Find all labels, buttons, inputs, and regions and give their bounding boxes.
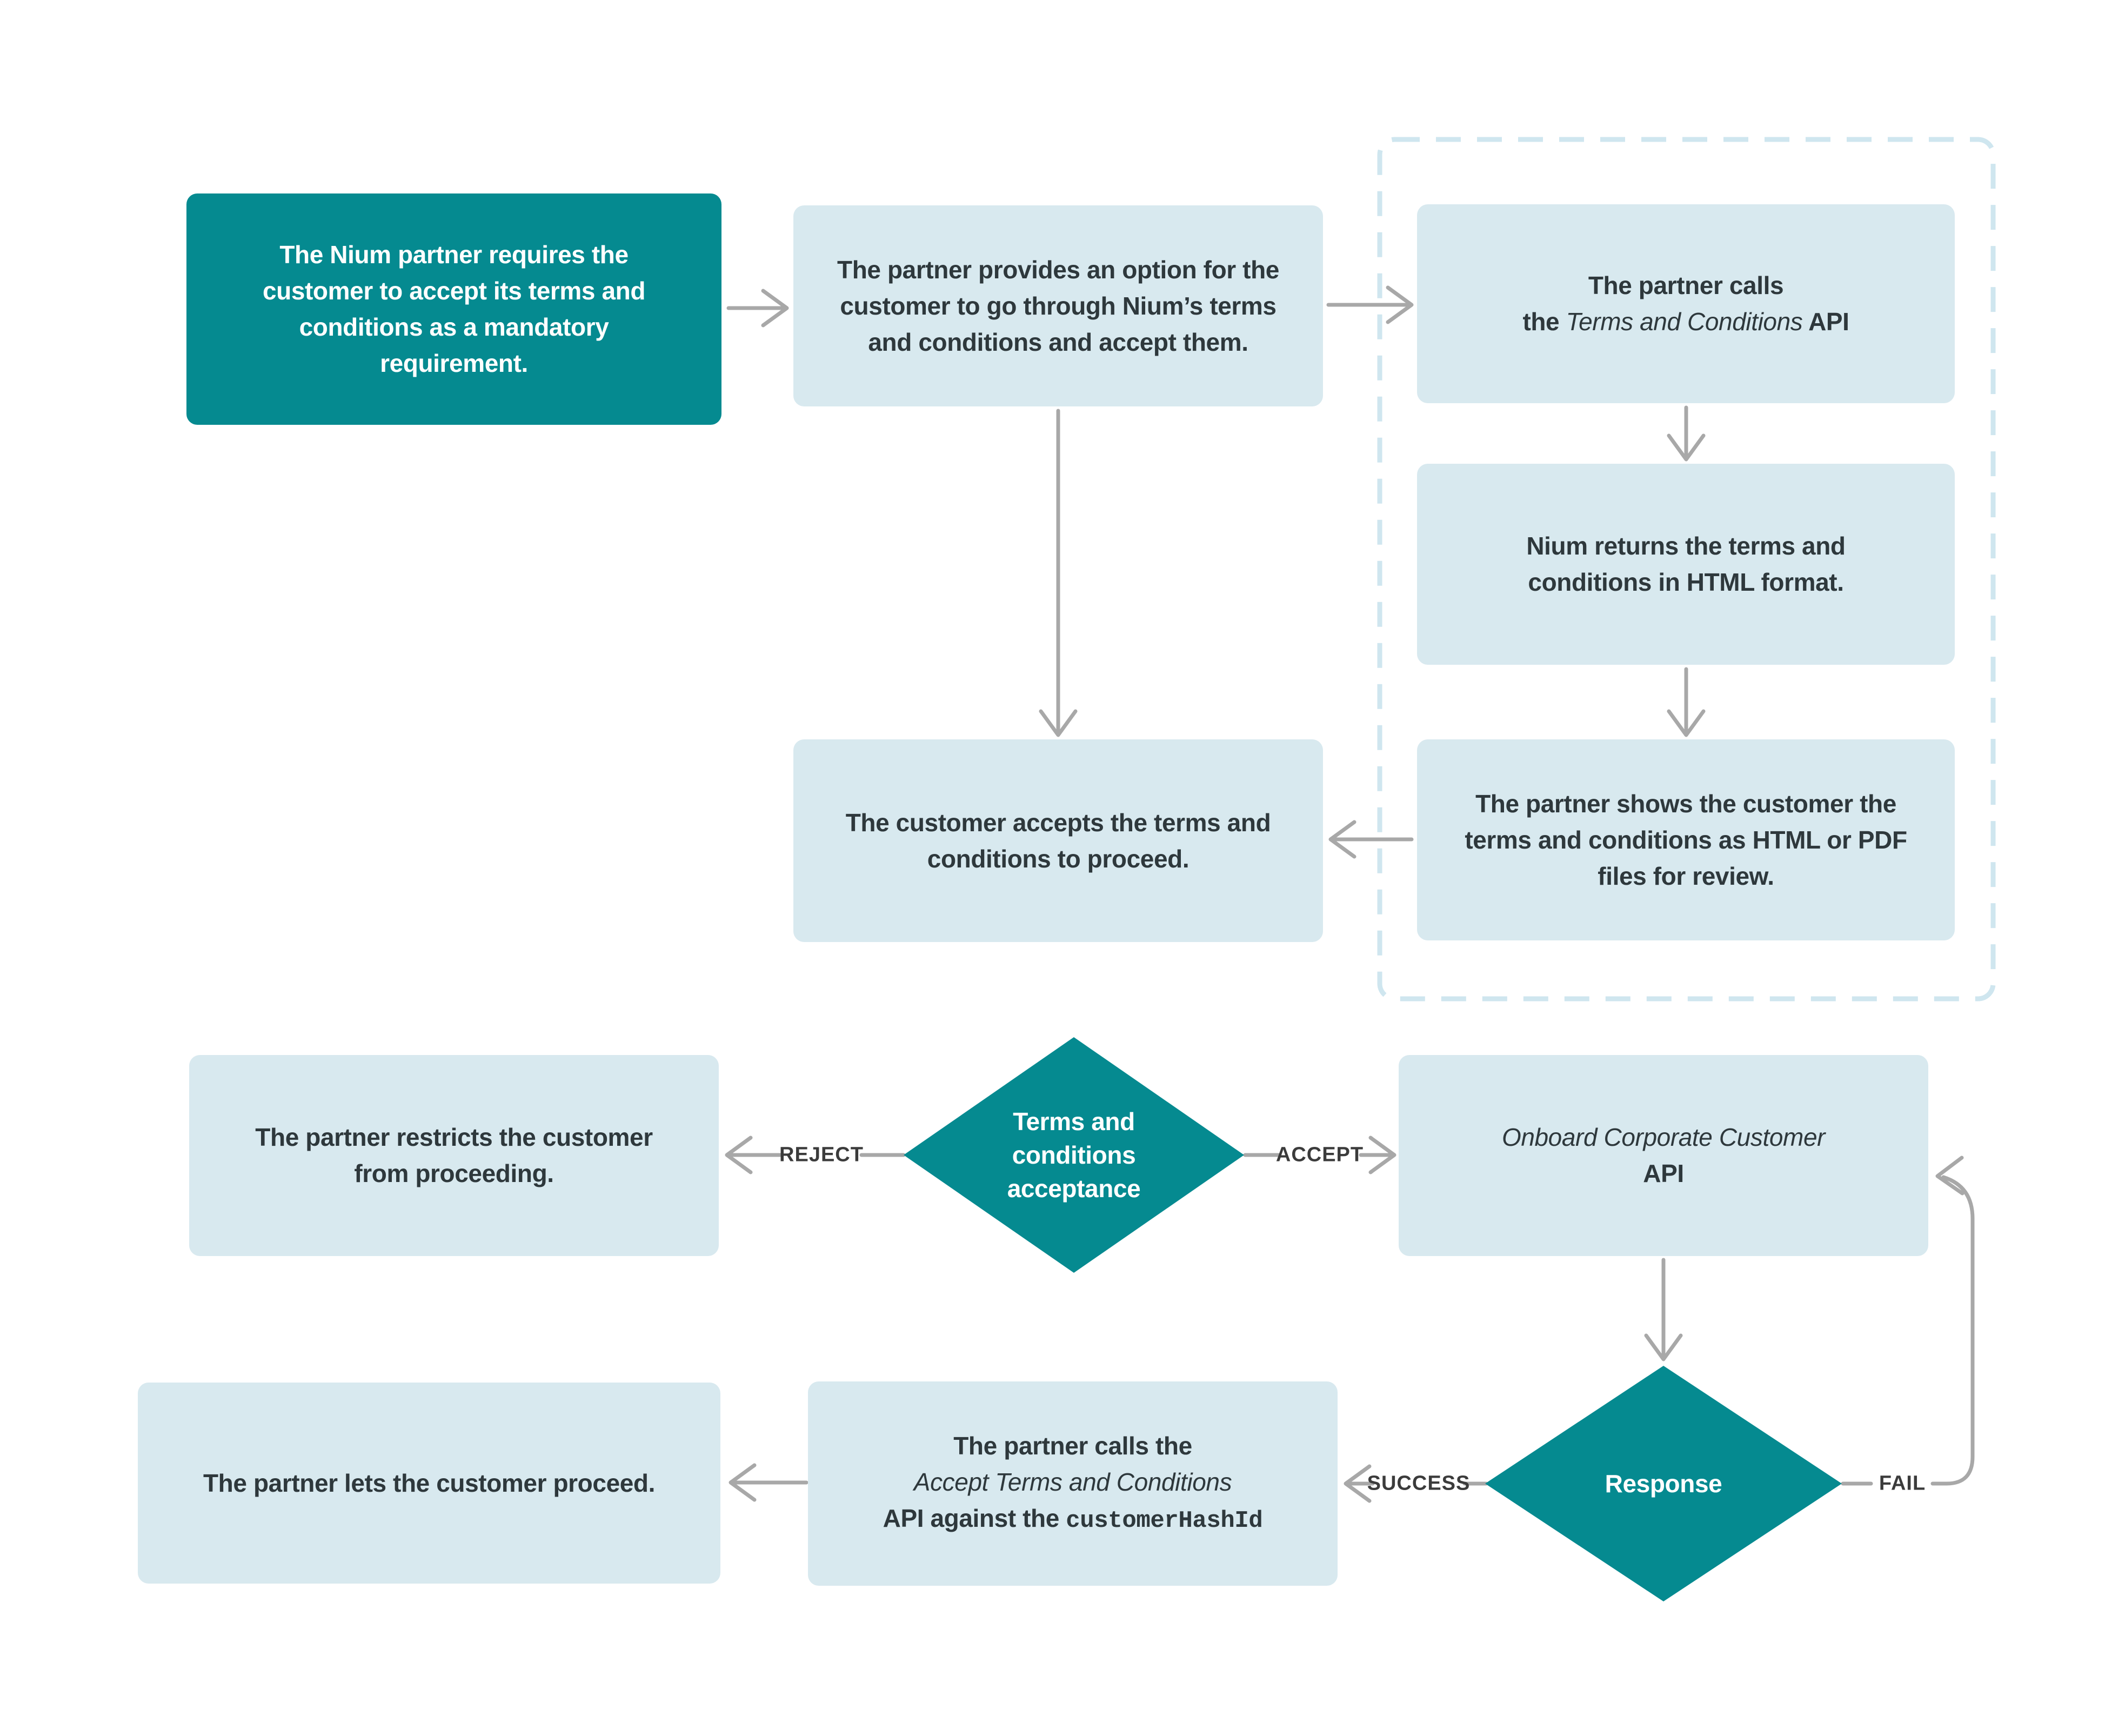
arrow-returns-html-to-shows-customer xyxy=(1667,667,1706,737)
node-text-line: The partner shows the customer the xyxy=(1475,789,1896,818)
arrow-provides-option-to-customer-accepts xyxy=(1039,409,1078,737)
node-text: Response xyxy=(1485,1366,1842,1601)
arrow-accept-to-onboard-api xyxy=(1243,1136,1396,1174)
node-text-line: The Nium partner requires the xyxy=(279,241,629,269)
edge-label-accept: ACCEPT xyxy=(1275,1143,1364,1166)
node-text-line: conditions to proceed. xyxy=(927,844,1190,873)
node-text-line: The partner calls the xyxy=(953,1432,1192,1460)
node-text-line: Nium returns the terms and xyxy=(1526,532,1846,560)
edge-label-success: SUCCESS xyxy=(1367,1472,1471,1495)
node-partner-requirement: The Nium partner requires the customer t… xyxy=(186,193,721,425)
code-customerhashid: customerHashId xyxy=(1066,1507,1263,1534)
node-text-line: conditions xyxy=(1012,1141,1136,1169)
decision-diamond-shape xyxy=(1485,1366,1842,1601)
dashed-group-terms-api xyxy=(1377,137,1996,1001)
node-text: Onboard Corporate Customer API xyxy=(1501,1119,1826,1192)
edge-label-reject: REJECT xyxy=(779,1143,864,1166)
node-lets-customer-proceed: The partner lets the customer proceed. xyxy=(138,1383,720,1584)
node-text-line: from proceeding. xyxy=(354,1159,554,1187)
node-customer-accepts: The customer accepts the terms and condi… xyxy=(793,739,1323,942)
node-text: The customer accepts the terms and condi… xyxy=(846,805,1271,877)
node-text: The partner restricts the customer from … xyxy=(255,1119,653,1192)
node-text-line: customer to go through Nium’s terms xyxy=(840,291,1277,320)
node-text-line: The partner provides an option for the xyxy=(837,255,1279,284)
node-returns-html: Nium returns the terms and conditions in… xyxy=(1417,464,1955,665)
node-text: Terms and conditions acceptance xyxy=(904,1037,1244,1273)
node-text-line: The customer accepts the terms and xyxy=(845,808,1271,837)
node-text-line: The partner calls xyxy=(1588,271,1784,299)
node-provides-option: The partner provides an option for the c… xyxy=(793,205,1323,406)
arrow-calls-accept-api-to-lets-proceed xyxy=(729,1463,808,1502)
node-restricts-customer: The partner restricts the customer from … xyxy=(189,1055,719,1256)
node-onboard-corporate-customer-api: Onboard Corporate Customer API xyxy=(1399,1055,1928,1256)
node-text-line: The partner lets the customer proceed. xyxy=(203,1468,656,1497)
node-calls-terms-and-conditions-api: The partner calls the Terms and Conditio… xyxy=(1417,204,1955,403)
node-text: The partner calls the Terms and Conditio… xyxy=(1522,268,1849,340)
arrow-fail-to-onboard-api xyxy=(1841,1156,1975,1486)
node-text-line: conditions as a mandatory xyxy=(299,313,609,341)
node-calls-accept-terms-api: The partner calls the Accept Terms and C… xyxy=(808,1381,1338,1586)
node-text: The partner shows the customer the terms… xyxy=(1465,786,1907,894)
node-text: The partner calls the Accept Terms and C… xyxy=(883,1428,1263,1539)
arrow-reject-to-restricts xyxy=(725,1136,906,1174)
decision-response: Response xyxy=(1485,1366,1842,1601)
node-text-line: files for review. xyxy=(1598,862,1774,890)
node-shows-customer: The partner shows the customer the terms… xyxy=(1417,739,1955,940)
edge-label-fail: FAIL xyxy=(1879,1472,1926,1495)
node-text-line: the Terms and Conditions API xyxy=(1522,308,1849,336)
node-text-line: terms and conditions as HTML or PDF xyxy=(1465,825,1907,854)
arrow-provides-option-to-calls-tc-api xyxy=(1326,285,1414,324)
node-text-line: Accept Terms and Conditions xyxy=(913,1468,1232,1496)
node-text-line: requirement. xyxy=(380,349,528,377)
node-text-line: acceptance xyxy=(1007,1174,1141,1203)
arrow-success-to-calls-accept-api xyxy=(1344,1464,1488,1503)
node-text: The partner lets the customer proceed. xyxy=(203,1465,655,1501)
arrow-shows-customer-to-customer-accepts xyxy=(1328,820,1414,859)
node-text: The partner provides an option for the c… xyxy=(837,252,1279,360)
node-text-line: conditions in HTML format. xyxy=(1528,568,1844,596)
node-text-line: API xyxy=(1643,1159,1684,1187)
decision-diamond-shape xyxy=(904,1037,1244,1273)
node-text-line: customer to accept its terms and xyxy=(262,277,646,305)
node-text-line: The partner restricts the customer xyxy=(255,1123,653,1151)
decision-terms-conditions-acceptance: Terms and conditions acceptance xyxy=(904,1037,1244,1273)
node-text-line: and conditions and accept them. xyxy=(868,328,1248,356)
node-text-line: API against the customerHashId xyxy=(883,1504,1263,1534)
arrow-onboard-api-to-response xyxy=(1644,1258,1683,1361)
node-text: The Nium partner requires the customer t… xyxy=(263,237,645,382)
node-text-line: Onboard Corporate Customer xyxy=(1501,1123,1826,1151)
node-text-line: Response xyxy=(1605,1470,1722,1498)
node-text-line: Terms and xyxy=(1013,1107,1135,1136)
arrow-calls-tc-api-to-returns-html xyxy=(1667,405,1706,462)
node-text: Nium returns the terms and conditions in… xyxy=(1526,528,1846,600)
arrow-requirement-to-provides-option xyxy=(726,289,789,328)
